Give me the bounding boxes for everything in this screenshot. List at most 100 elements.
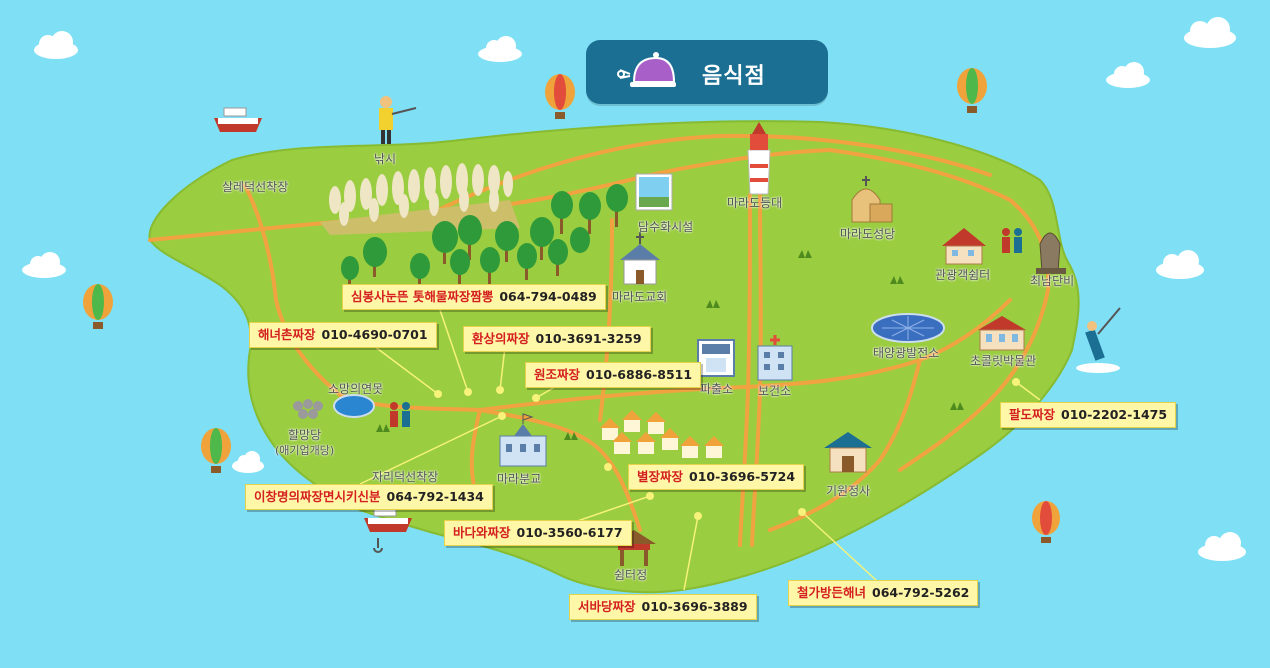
leader-line [1015, 381, 1041, 401]
place-label: 파출소 [700, 382, 734, 396]
forest-icon [341, 184, 628, 289]
restaurant-name: 별장짜장 [637, 469, 684, 484]
restaurant-dot[interactable] [496, 386, 504, 394]
place-label: 마라도등대 [727, 196, 783, 210]
temple-icon [824, 432, 872, 473]
restaurant-tag[interactable]: 해녀촌짜장 010-4690-0701 [249, 322, 437, 348]
restaurant-phone: 010-3696-5724 [689, 469, 796, 484]
reed-field-icon [320, 163, 520, 235]
ship-icon [364, 507, 412, 553]
road [898, 288, 1050, 472]
couple-icon [390, 402, 410, 427]
restaurant-phone: 010-3696-3889 [641, 599, 748, 614]
cloud [1156, 250, 1204, 279]
island-land [148, 120, 1080, 594]
cloud [1106, 62, 1150, 88]
place-label: 낚시 [374, 152, 397, 166]
hot-air-balloon-icon [957, 68, 987, 113]
place-label: 기원정사 [826, 484, 871, 498]
road [469, 408, 482, 492]
restaurant-phone: 010-6886-8511 [586, 367, 693, 382]
restaurant-name: 해녀촌짜장 [258, 327, 316, 342]
leader-line [499, 346, 506, 391]
restaurant-name: 원조짜장 [534, 367, 581, 382]
restaurant-phone: 010-2202-1475 [1061, 407, 1168, 422]
cathedral-icon [851, 176, 893, 223]
school-icon [499, 413, 547, 467]
hot-air-balloon-icon [1032, 501, 1060, 543]
restaurant-tag[interactable]: 원조짜장 010-6886-8511 [525, 362, 702, 388]
place-label: 보건소 [758, 384, 792, 398]
desalination-icon [635, 173, 673, 211]
restaurant-phone: 010-4690-0701 [321, 327, 428, 342]
leader-line [359, 415, 503, 485]
church-icon [620, 232, 660, 285]
restaurant-dot[interactable] [464, 388, 472, 396]
road [598, 218, 614, 422]
hot-air-balloon-icon [201, 428, 231, 473]
ship-icon [214, 107, 262, 132]
surfer-fisherman-icon [1076, 307, 1121, 373]
place-label: 쉼터정 [614, 568, 648, 582]
road [148, 148, 832, 242]
restaurant-name: 심봉사눈뜬 톳해물짜장짬뽕 [351, 289, 494, 304]
shrine-stones-icon [293, 399, 323, 419]
restaurant-phone: 010-3560-6177 [516, 525, 623, 540]
hot-air-balloon-icon [83, 284, 113, 329]
village-houses-icon [600, 410, 724, 458]
leader-line [801, 511, 877, 581]
clouds [22, 17, 1246, 561]
road [738, 193, 752, 547]
restaurant-dot[interactable] [694, 512, 702, 520]
category-title-button[interactable]: 음식점 [586, 40, 828, 104]
place-label: 마라도성당 [840, 227, 896, 241]
restaurant-phone: 064-792-1434 [386, 489, 484, 504]
restaurant-tag[interactable]: 팔도짜장 010-2202-1475 [1000, 402, 1177, 428]
place-sublabel: (애기업개당) [275, 444, 335, 457]
restaurant-dot[interactable] [434, 390, 442, 398]
pond-icon [333, 394, 375, 418]
leader-line [369, 342, 439, 395]
place-label: 마라분교 [497, 472, 542, 486]
restaurant-name: 이창명의짜장면시키신분 [254, 489, 381, 504]
lighthouse-icon [747, 122, 771, 195]
restaurant-tag[interactable]: 별장짜장 010-3696-5724 [628, 464, 805, 490]
restaurant-name: 팔도짜장 [1009, 407, 1056, 422]
restaurant-dot[interactable] [646, 492, 654, 500]
restaurant-dots [434, 378, 1020, 520]
cloud [34, 31, 78, 59]
restaurant-name: 바다와짜장 [453, 525, 511, 540]
monument-stone-icon [1036, 232, 1066, 274]
restaurant-dot[interactable] [604, 463, 612, 471]
restaurant-tag[interactable]: 바다와짜장 010-3560-6177 [444, 520, 632, 546]
restaurant-name: 환상의짜장 [472, 331, 530, 346]
fisherman-icon [379, 96, 417, 144]
restaurant-dot[interactable] [532, 394, 540, 402]
cloud [1198, 532, 1246, 561]
cloud [22, 252, 66, 278]
hot-air-balloon-icon [545, 74, 575, 119]
leader-lines [359, 303, 1041, 591]
restaurant-dot[interactable] [1012, 378, 1020, 386]
leader-line [683, 515, 699, 591]
road [478, 298, 1012, 412]
restaurant-phone: 064-792-5262 [872, 585, 970, 600]
place-label: 초콜릿박물관 [970, 354, 1037, 368]
restaurant-dot[interactable] [798, 508, 806, 516]
police-box-icon [697, 339, 735, 377]
place-label: 최남단비 [1030, 274, 1075, 288]
restaurant-dot[interactable] [498, 412, 506, 420]
food-cloche-icon [617, 52, 676, 87]
place-label: 태양광발전소 [873, 346, 940, 360]
leader-line [437, 303, 469, 393]
road [428, 133, 992, 216]
category-title: 음식점 [702, 64, 766, 89]
restaurant-tag[interactable]: 이창명의짜장면시키신분 064-792-1434 [245, 484, 493, 510]
place-label: 할망당 [288, 428, 322, 442]
